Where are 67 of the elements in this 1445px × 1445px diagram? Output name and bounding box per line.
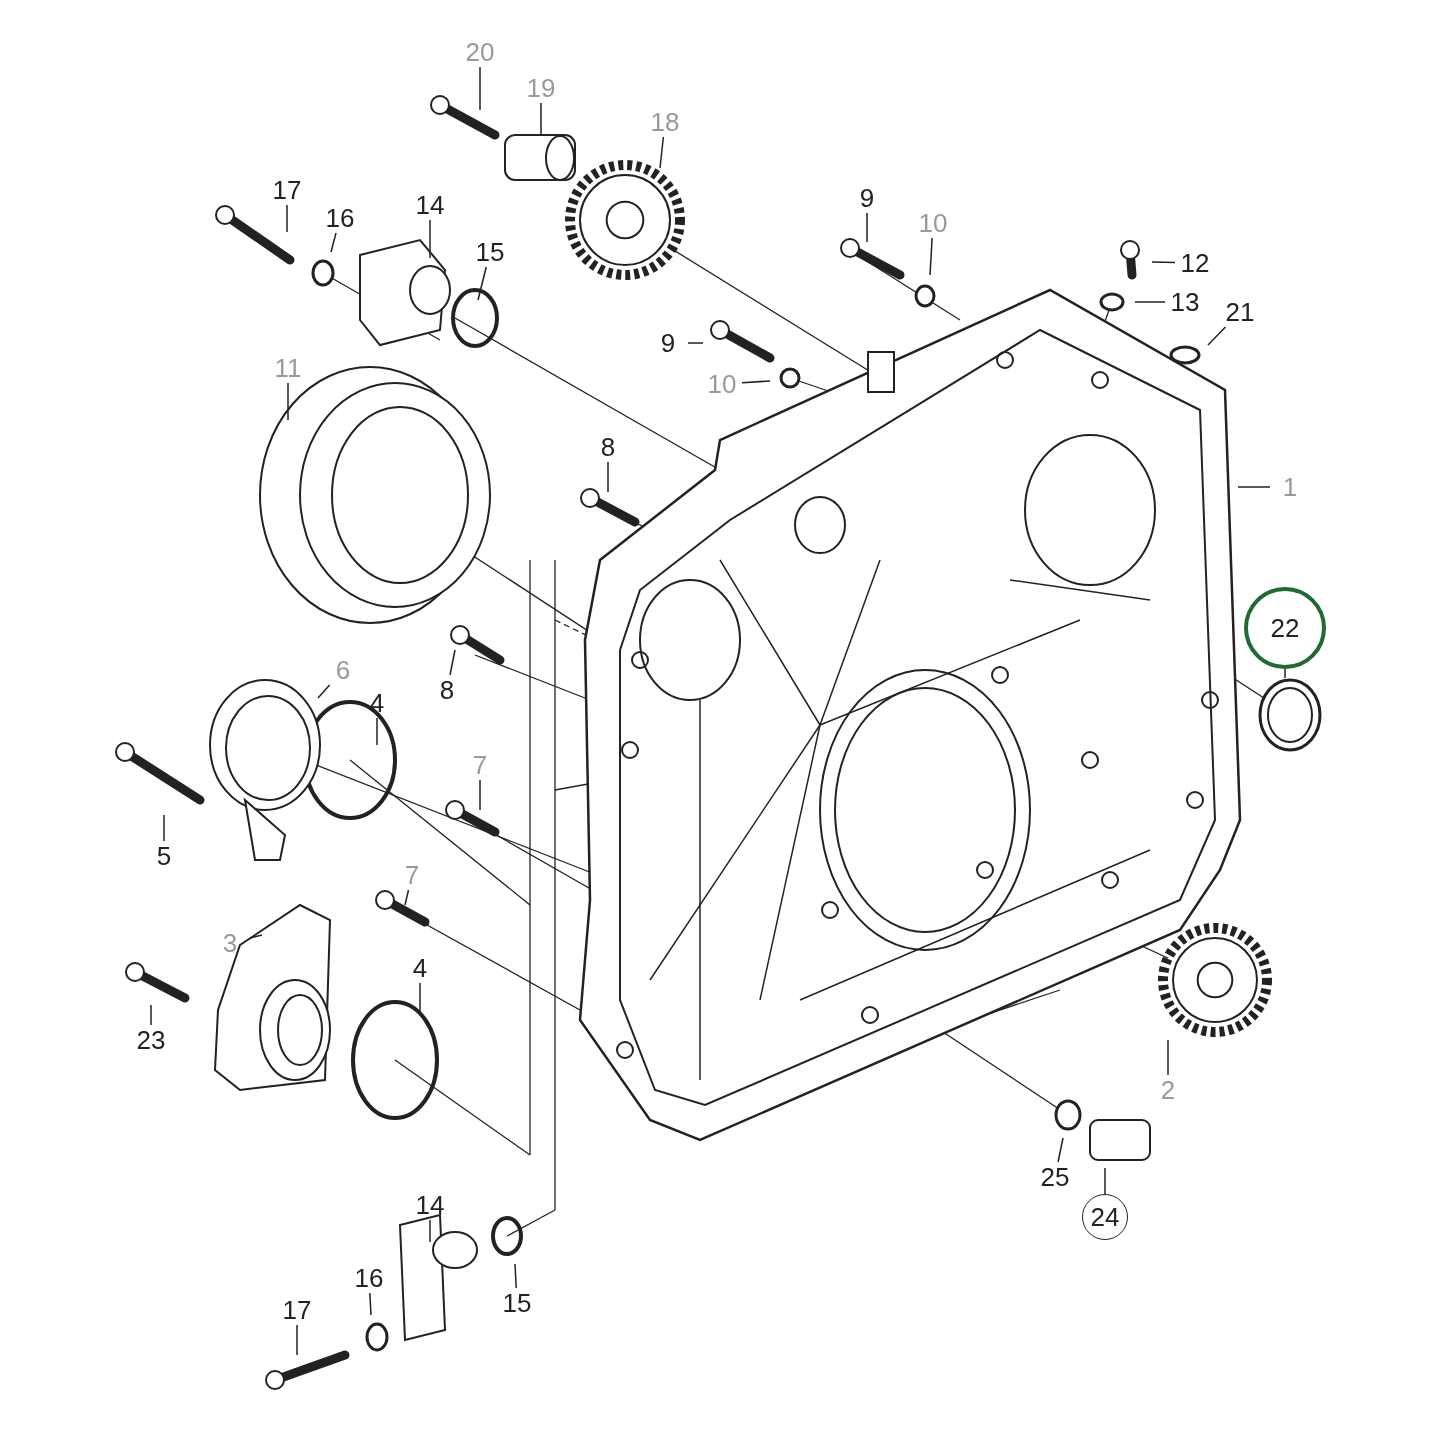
leader-line	[1057, 1137, 1064, 1163]
leader-line	[1237, 486, 1271, 488]
callout-number: 7	[460, 750, 500, 780]
callout-number: 22	[1244, 587, 1326, 669]
leader-line	[866, 212, 868, 243]
leader-line	[687, 342, 704, 344]
leader-line	[929, 237, 933, 276]
leader-line	[404, 889, 410, 906]
leader-line	[477, 266, 487, 301]
callout-number: 14	[410, 1190, 450, 1220]
leader-line	[429, 1219, 431, 1243]
leader-line	[479, 779, 481, 811]
leader-line	[1284, 668, 1286, 679]
leader-line	[286, 204, 288, 233]
leader-line	[479, 66, 481, 111]
callout-number: 4	[400, 953, 440, 983]
callout-number: 8	[588, 432, 628, 462]
callout-number: 3	[210, 928, 250, 958]
leader-line	[249, 934, 263, 939]
callout-number: 23	[131, 1025, 171, 1055]
callout-number: 16	[349, 1263, 389, 1293]
leader-line	[540, 102, 542, 136]
callout-number: 9	[847, 183, 887, 213]
callout-number: 16	[320, 203, 360, 233]
leader-line	[1167, 1039, 1169, 1076]
leader-line	[419, 982, 421, 1013]
callout-number: 9	[648, 328, 688, 358]
callout-number: 10	[702, 369, 742, 399]
callout-number: 15	[497, 1288, 537, 1318]
leader-line	[317, 684, 331, 699]
leader-line	[1207, 326, 1227, 346]
callout-number: 15	[470, 237, 510, 267]
callout-number: 10	[913, 208, 953, 238]
callout-number: 4	[357, 688, 397, 718]
leader-line	[330, 232, 337, 253]
leader-line	[1151, 261, 1176, 264]
leader-line	[741, 380, 771, 384]
leader-line	[449, 649, 456, 676]
callout-number: 17	[267, 175, 307, 205]
callout-number: 20	[460, 37, 500, 67]
callout-number: 7	[392, 860, 432, 890]
callout-number: 1	[1270, 472, 1310, 502]
callout-number: 17	[277, 1295, 317, 1325]
leader-line	[1104, 1167, 1106, 1195]
callout-number: 11	[268, 353, 308, 383]
leader-line	[369, 1292, 372, 1316]
leader-line	[296, 1324, 298, 1356]
callout-number: 2	[1148, 1075, 1188, 1105]
leader-line	[150, 1004, 152, 1026]
callout-number: 13	[1165, 287, 1205, 317]
callout-number: 6	[323, 655, 363, 685]
leader-line	[163, 814, 165, 842]
callout-number: 25	[1035, 1162, 1075, 1192]
leader-line	[514, 1263, 517, 1289]
callout-number: 14	[410, 190, 450, 220]
leader-line	[287, 382, 289, 421]
callout-number: 18	[645, 107, 685, 137]
callout-number: 19	[521, 73, 561, 103]
callout-number: 5	[144, 841, 184, 871]
leader-line	[376, 717, 378, 746]
leader-line	[607, 461, 609, 493]
leader-line	[659, 136, 665, 169]
leader-line	[429, 219, 431, 259]
leader-line	[1134, 301, 1166, 303]
callout-number: 21	[1220, 297, 1260, 327]
callout-number: 8	[427, 675, 467, 705]
callout-number: 12	[1175, 248, 1215, 278]
